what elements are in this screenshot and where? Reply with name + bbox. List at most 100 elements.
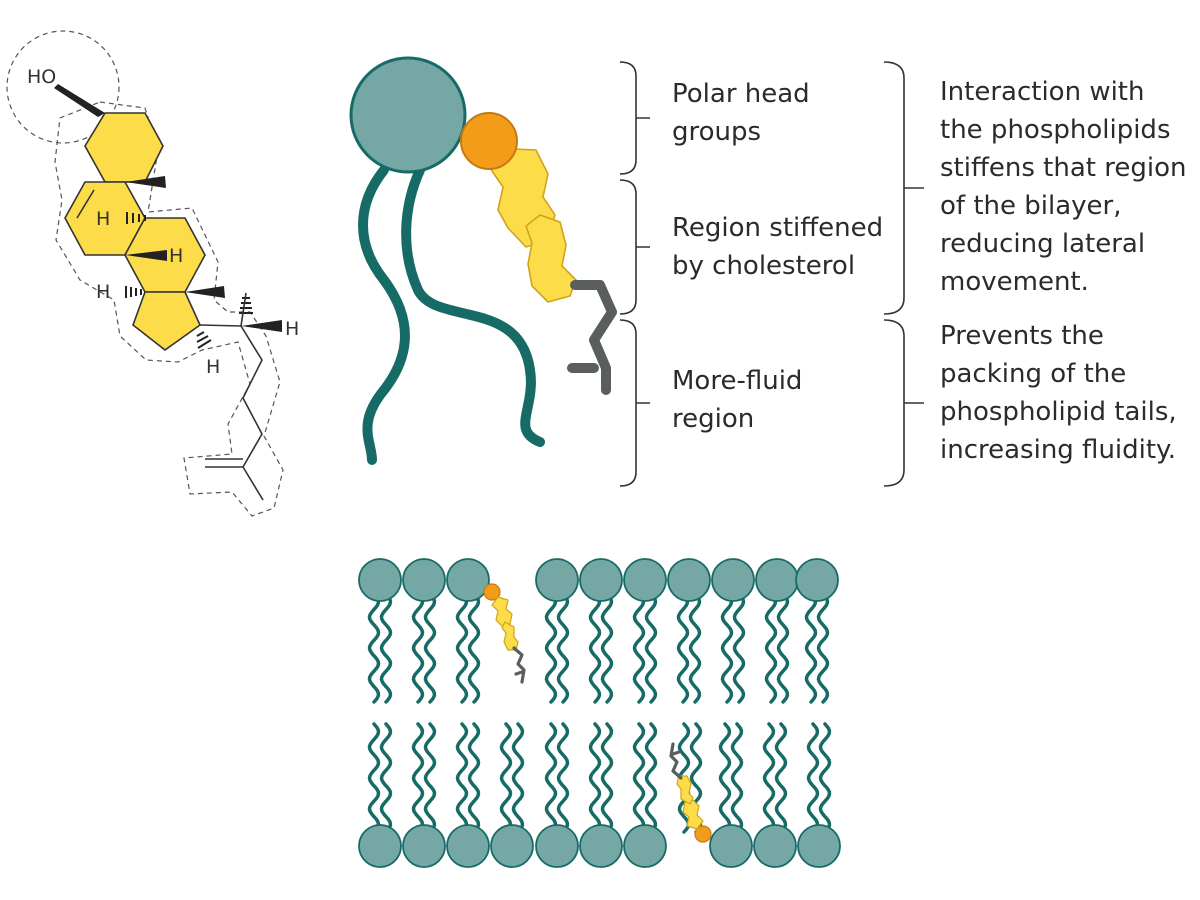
phospholipid-tail [499, 722, 513, 834]
phospholipid-tail [467, 592, 481, 704]
more-fluid-region-label: More-fluid region [672, 366, 803, 434]
phospholipid-head [623, 558, 667, 602]
phospholipid-tail-left [358, 165, 410, 465]
phospholipid-tail [455, 592, 469, 704]
phospholipid-tail [762, 722, 776, 834]
ring-d [132, 291, 202, 351]
phospholipid [402, 558, 446, 704]
phospholipid-tail [588, 722, 602, 834]
cholesterol-zoomed [460, 112, 617, 395]
phospholipid-tail [632, 722, 646, 834]
phospholipid-head [358, 558, 402, 602]
phospholipid-tail [816, 592, 830, 704]
phospholipid-tail [806, 722, 820, 834]
phospholipid-tail [367, 722, 381, 834]
phospholipid-tail [632, 592, 646, 704]
phospholipid-tail [644, 722, 658, 834]
phospholipid-head [535, 558, 579, 602]
phospholipid-tail [776, 592, 790, 704]
phospholipid [795, 558, 839, 704]
cholesterol-hydrocarbon-tail [570, 280, 617, 395]
phospholipid [623, 558, 667, 704]
phospholipid-tail [556, 722, 570, 834]
phospholipid-tail [455, 722, 469, 834]
phospholipid [579, 558, 623, 704]
phospholipid-tail [423, 722, 437, 834]
phospholipid-tail [688, 592, 702, 704]
top-leaflet [358, 558, 839, 704]
phospholipid-head [446, 558, 490, 602]
phospholipid-tail [367, 592, 381, 704]
phospholipid-head [402, 824, 446, 868]
phospholipid-head [349, 56, 467, 174]
phospholipid-tail [379, 592, 393, 704]
phospholipid-head [755, 558, 799, 602]
phospholipid [402, 722, 446, 868]
phospholipid [358, 722, 402, 868]
cholesterol-bottom-leaflet [669, 742, 713, 844]
phospholipid [579, 722, 623, 868]
hydroxyl-region-outline [6, 30, 120, 144]
phospholipid-tail [411, 722, 425, 834]
phospholipid-tail [588, 592, 602, 704]
phospholipid [535, 558, 579, 704]
phospholipid-tail [544, 592, 558, 704]
bracket-fluid-region [619, 319, 650, 487]
phospholipid-tail [730, 722, 744, 834]
phospholipid-head [579, 824, 623, 868]
phospholipid-tail [600, 722, 614, 834]
phospholipid [535, 722, 579, 868]
phospholipid-head [709, 824, 753, 868]
phospholipid-head [753, 824, 797, 868]
hydrogen-label-4: H [285, 318, 299, 340]
h-wedge-bond [125, 250, 167, 261]
phospholipid-tail [774, 722, 788, 834]
phospholipid-tail [379, 722, 393, 834]
region-stiffened-label: Region stiffened by cholesterol [672, 213, 884, 281]
phospholipid-tail [423, 592, 437, 704]
hydrogen-label-1: H [96, 208, 110, 230]
ring-a [84, 112, 164, 183]
hydrogen-label-3: H [96, 281, 110, 303]
phospholipid-tail [764, 592, 778, 704]
bracket-stiffened-region [619, 179, 650, 315]
phospholipid [446, 558, 490, 704]
phospholipid-tail [556, 592, 570, 704]
phospholipid-tail [818, 722, 832, 834]
side-chain-wedge-bond [241, 320, 282, 332]
phospholipid-head [623, 824, 667, 868]
bracket-polar-head [619, 61, 650, 175]
phospholipid-head [402, 558, 446, 602]
zoomed-membrane-interaction [349, 56, 924, 487]
phospholipid-head [535, 824, 579, 868]
phospholipid [667, 558, 711, 704]
phospholipid [753, 722, 797, 868]
polar-head-groups-label: Polar head groups [672, 79, 810, 147]
phospholipid [623, 722, 667, 868]
phospholipid-head [358, 824, 402, 868]
phospholipid [709, 722, 753, 868]
hydroxyl-wedge-bond [54, 84, 105, 117]
phospholipid-tail [600, 592, 614, 704]
hydrogen-label-2: H [169, 245, 183, 267]
phospholipid-tail [732, 592, 746, 704]
phospholipid [358, 558, 402, 704]
phospholipid [490, 722, 534, 868]
phospholipid-head [446, 824, 490, 868]
phospholipid-tail [718, 722, 732, 834]
cholesterol-structural-formula: HO H H H H H [6, 30, 299, 517]
methyl-wedge-bond-1 [125, 176, 166, 188]
phospholipid-head [711, 558, 755, 602]
cholesterol-hydroxyl [460, 112, 518, 170]
phospholipid-tail-right [401, 165, 545, 447]
phospholipid-tail [544, 722, 558, 834]
phospholipid-head [797, 824, 841, 868]
bottom-leaflet [358, 722, 841, 868]
phospholipid [711, 558, 755, 704]
side-chain [199, 324, 263, 468]
methyl-wedge-bond-2 [185, 286, 225, 298]
phospholipid-head [579, 558, 623, 602]
phospholipid-head [795, 558, 839, 602]
lipid-bilayer [358, 558, 841, 868]
phospholipid-tail [676, 592, 690, 704]
